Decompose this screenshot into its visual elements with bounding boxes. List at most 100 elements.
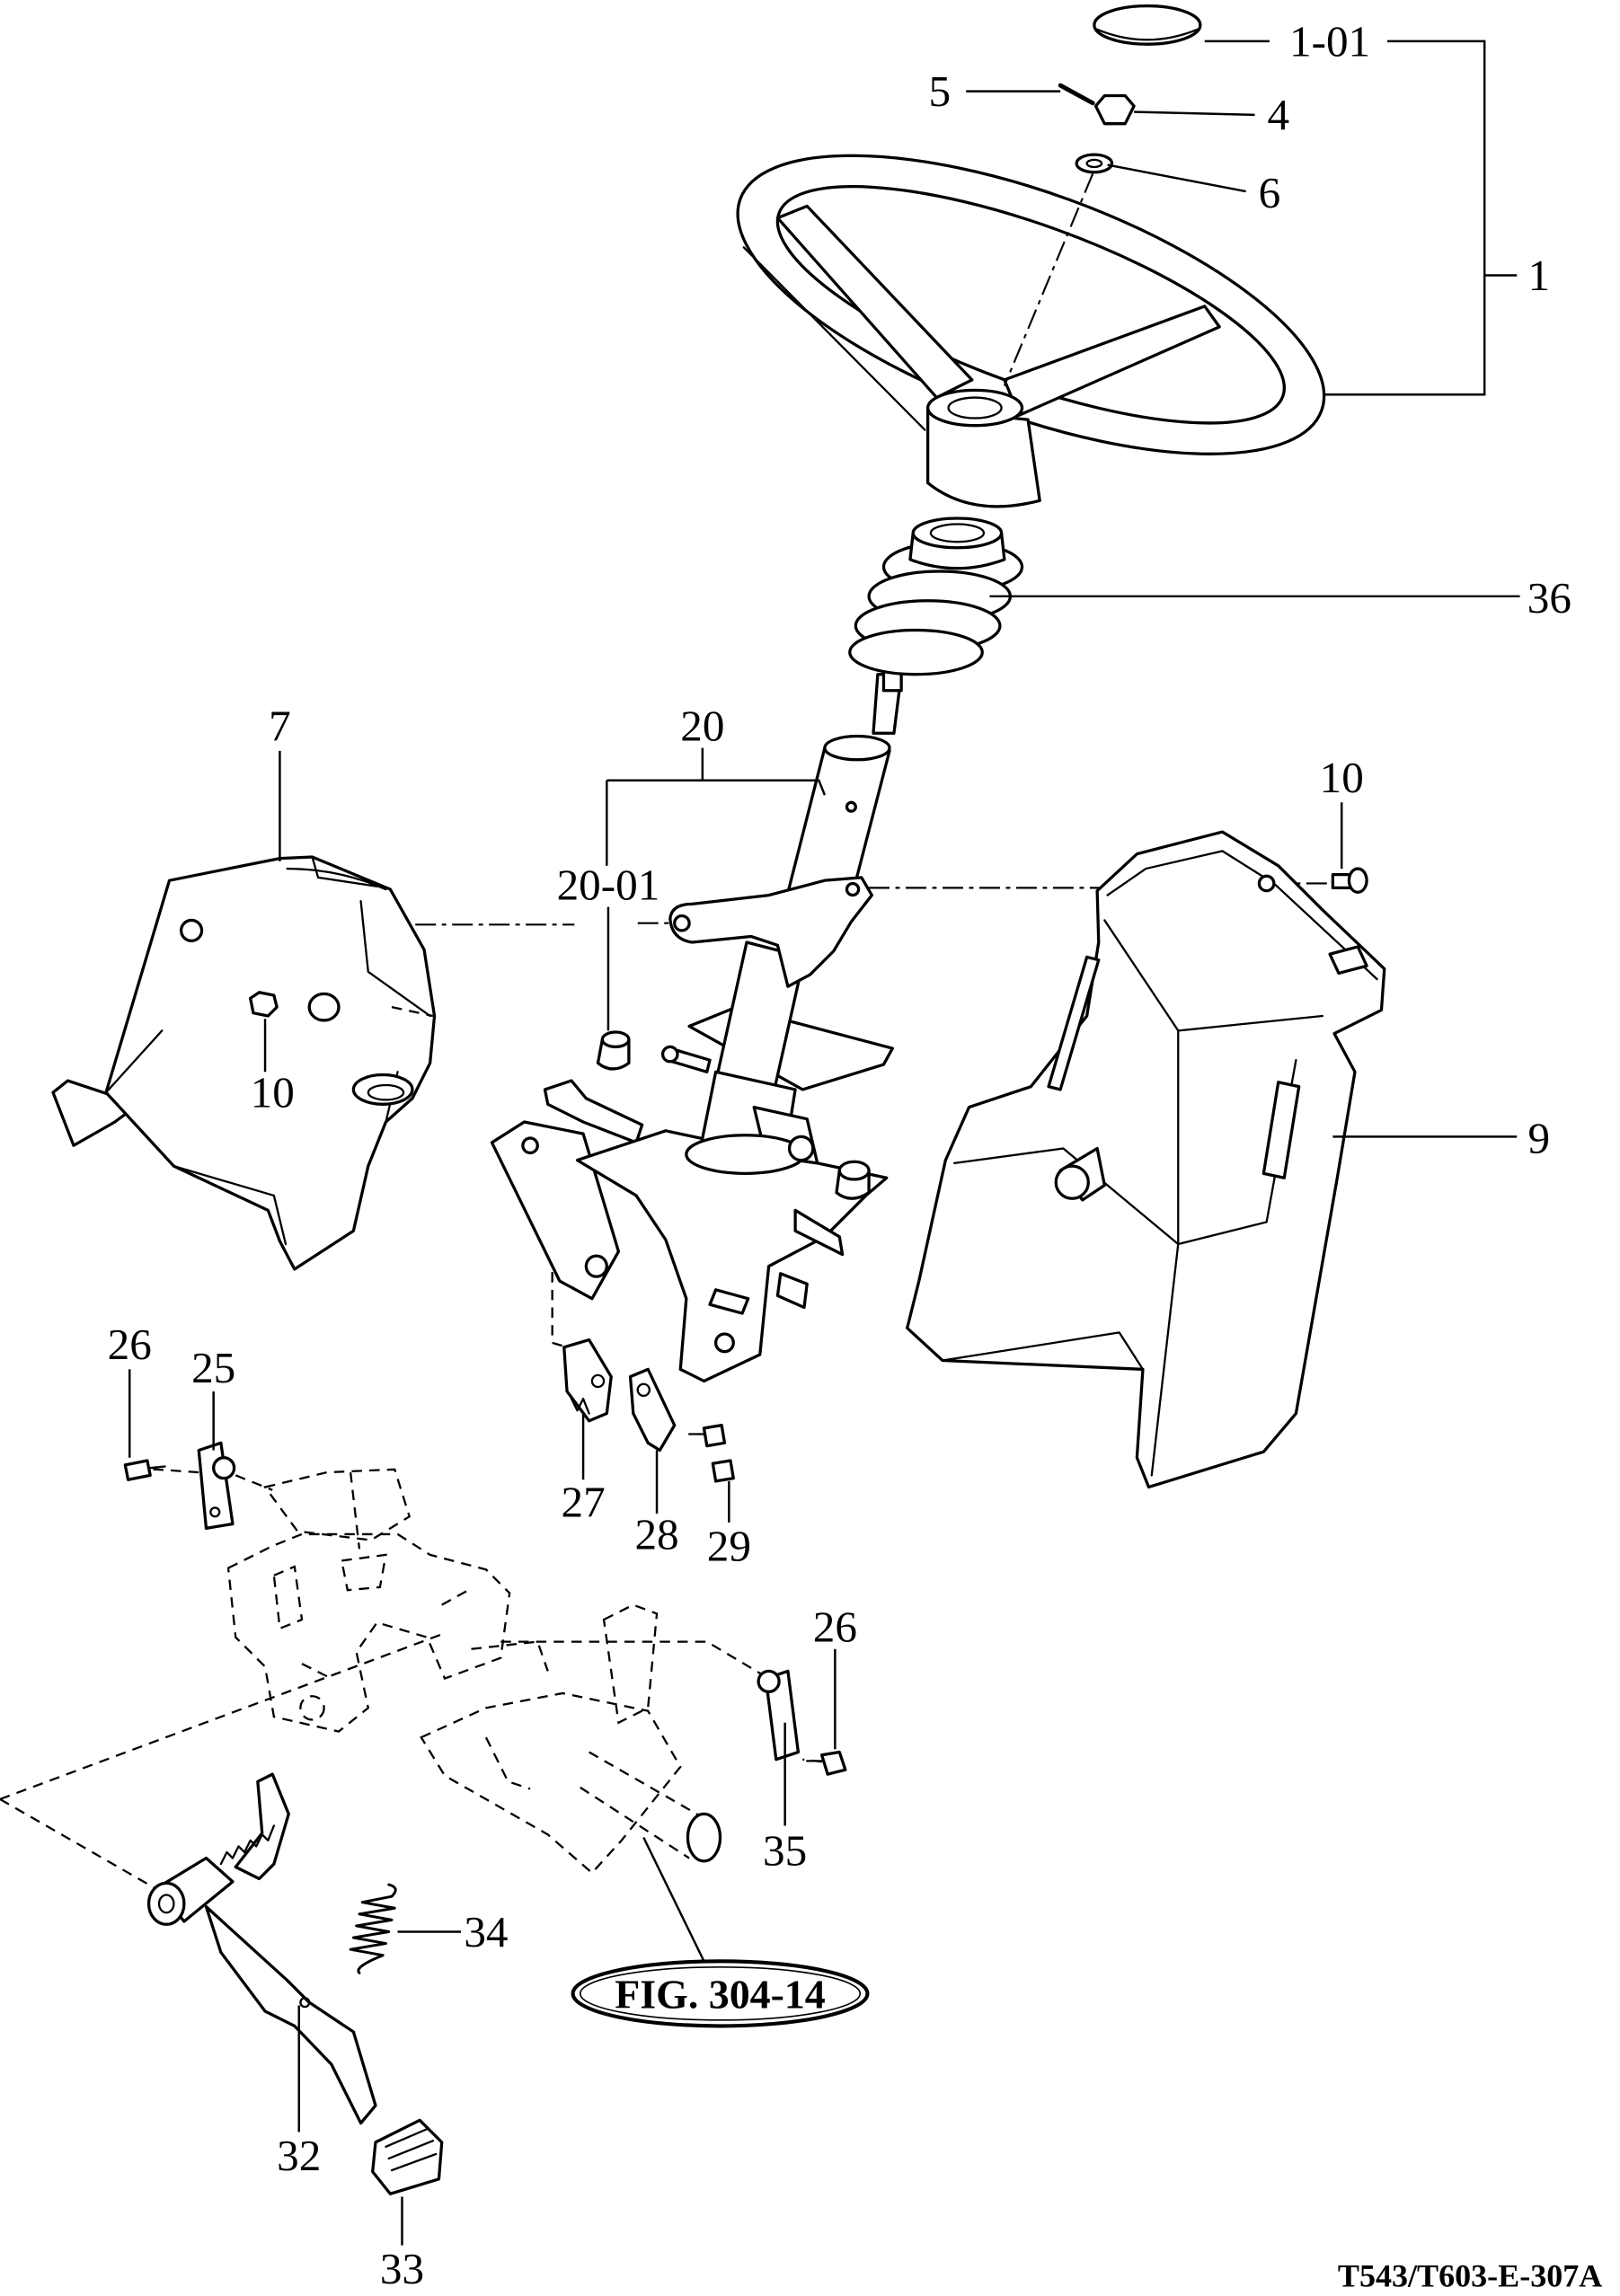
pedal-shaft-end (686, 1812, 722, 1863)
boot-ring-4 (848, 628, 984, 676)
callout-27: 27 (562, 1477, 606, 1526)
upper-column-top (823, 734, 891, 762)
callout-32: 32 (277, 2131, 321, 2180)
bracket-25-hole (209, 1506, 221, 1518)
callout-9: 9 (1528, 1113, 1551, 1162)
pedal-arm (204, 1904, 377, 2125)
bracket-35-boss (757, 1669, 781, 1693)
wheel-hub (925, 408, 1041, 508)
callout-20-01: 20-01 (557, 860, 660, 909)
mount-foot-tab (775, 1272, 809, 1310)
callout-20: 20 (680, 701, 724, 750)
plate-28 (628, 1367, 677, 1453)
figure-reference-inner-outline (579, 1966, 862, 2021)
right-column-cover (906, 830, 1386, 1489)
callout-1-01: 1-01 (1289, 16, 1370, 66)
column-pin-head (660, 1045, 679, 1064)
drawing-code: T543/T603-E-307A (1338, 2258, 1602, 2294)
callout-33: 33 (380, 2244, 424, 2293)
bolt-29-upper (702, 1424, 727, 1448)
wheel-centerline (1003, 173, 1094, 386)
plate-27-hole (590, 1373, 606, 1389)
frame-dashed-hole (299, 1695, 325, 1721)
flange-hole-right (845, 881, 861, 897)
bracket-35 (764, 1669, 801, 1762)
pedal-pad (371, 2118, 444, 2195)
column-mount-channel (575, 1129, 889, 1383)
right-cover-slot (1261, 1081, 1301, 1179)
callout-labels: 1-01 5 4 6 1 36 7 20 20-01 10 10 9 26 25… (108, 16, 1571, 2293)
callout-26-right: 26 (813, 1603, 857, 1652)
callout-36: 36 (1527, 573, 1571, 623)
plate-27 (562, 1338, 613, 1423)
right-cover-body (906, 830, 1386, 1489)
pedal-frame-reference-outline (0, 1130, 840, 1892)
callout-28: 28 (634, 1509, 678, 1559)
steering-wheel (736, 154, 1326, 508)
callout-6: 6 (1259, 168, 1281, 217)
pedal-hook-coil (219, 1824, 276, 1866)
callout-34: 34 (464, 1907, 508, 1956)
right-cover-hole (1257, 874, 1276, 893)
frame-dashed-outline (226, 1468, 708, 1875)
left-cover-slot (391, 1006, 434, 1018)
upper-column-hole (845, 800, 857, 813)
bracket-parts (123, 1338, 847, 1776)
left-cover-edges (104, 855, 431, 1246)
callout-10-left: 10 (251, 1068, 295, 1117)
steering-column-assembly (490, 668, 903, 1383)
alignment-centerlines (272, 882, 1333, 1009)
wheel-hub-bore (947, 396, 1003, 419)
cover-bolts (249, 867, 1368, 1018)
mount-channel-slot (708, 1288, 750, 1315)
plate-27-teeth (570, 1397, 590, 1415)
callout-26-left: 26 (108, 1320, 152, 1369)
callout-29: 29 (707, 1521, 751, 1570)
column-bushing-middle (787, 1135, 815, 1162)
bushing-right-top (837, 1160, 871, 1181)
mount-wing-hole (521, 1136, 539, 1155)
callout-5: 5 (928, 66, 951, 116)
left-cover-screw-hole (307, 992, 341, 1022)
left-cover-opening-inner (367, 1083, 405, 1101)
left-cover-body (104, 855, 437, 1271)
pedal-pivot-bore (157, 1894, 175, 1914)
wheel-cap-rim (1095, 28, 1199, 41)
boot-collar-opening (929, 523, 986, 543)
column-flange (668, 876, 873, 988)
callout-10-right: 10 (1320, 753, 1364, 802)
callout-leader-lines (128, 40, 1520, 2246)
callout-35: 35 (763, 1826, 807, 1876)
callout-1: 1 (1528, 251, 1551, 300)
washer (1075, 153, 1114, 174)
figure-reference-badge: FIG. 304-14 (571, 1959, 870, 2028)
washer-hole (1085, 158, 1103, 169)
flange-hole-left (673, 914, 691, 932)
bolt-26-left (123, 1459, 152, 1481)
left-cover-hole (179, 918, 204, 943)
wheel-nut (1093, 93, 1136, 126)
left-column-cover (51, 855, 437, 1271)
wheel-hub-top (925, 388, 1024, 428)
bushing-left-top (600, 1030, 631, 1049)
column-mount-arm (543, 1079, 644, 1144)
wheel-spoke-left (775, 204, 974, 400)
figure-reference-text: FIG. 304-14 (615, 1972, 826, 2018)
bolt-26-left-shank (149, 1465, 166, 1470)
wheel-fasteners (1058, 4, 1202, 174)
callout-25: 25 (191, 1343, 235, 1392)
mount-wing-hole-lower (584, 1254, 608, 1278)
pedal-pivot-end (146, 1881, 186, 1926)
right-cover-knob (1054, 1164, 1090, 1200)
right-cover-inner-slot (1047, 955, 1101, 1091)
callout-7: 7 (269, 701, 291, 750)
column-base-ring (685, 1134, 806, 1175)
column-boot (848, 517, 1024, 676)
right-cover-window (1328, 945, 1368, 976)
right-cover-edges (941, 850, 1378, 1477)
cotter-pin (1058, 83, 1095, 106)
bolt-right-head (1347, 867, 1368, 894)
bracket-25-boss (212, 1456, 236, 1480)
boot-collar-top (911, 517, 1004, 550)
